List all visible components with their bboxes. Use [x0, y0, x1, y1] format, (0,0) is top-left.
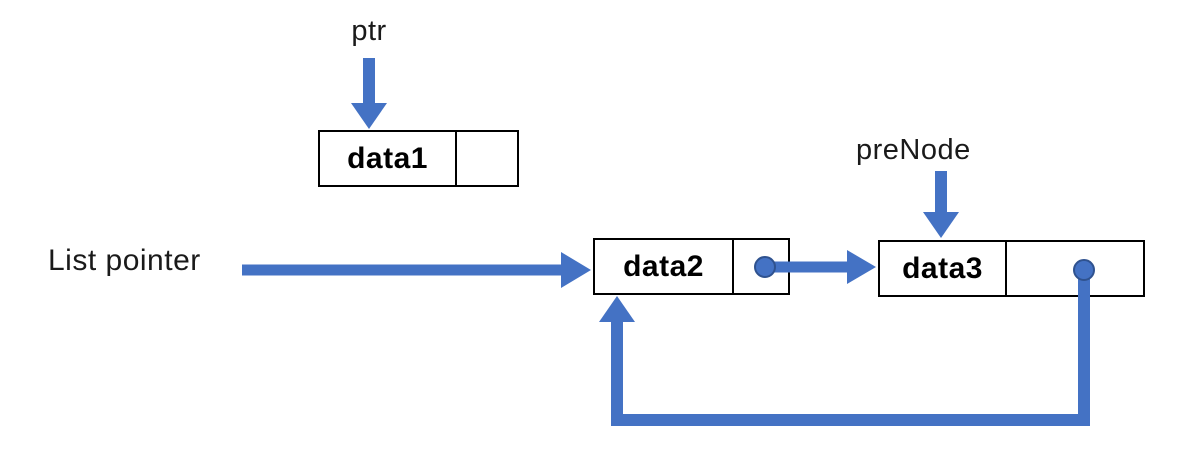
ptr-down-arrow	[351, 58, 387, 129]
list-pointer-label: List pointer	[48, 244, 201, 277]
node-data2-data-cell: data2	[595, 240, 734, 293]
prenode-down-arrow	[923, 171, 959, 238]
node-data3-data-cell: data3	[880, 242, 1007, 295]
node-data1: data1	[318, 130, 519, 187]
ptr-label: ptr	[351, 15, 387, 47]
node-data1-pointer-cell	[457, 132, 517, 185]
node-data2-pointer-cell	[734, 240, 788, 293]
node-data3: data3	[878, 240, 1145, 297]
node-data3-pointer-cell	[1007, 242, 1143, 295]
node-data2: data2	[593, 238, 790, 295]
prenode-label: preNode	[856, 134, 971, 166]
node-data1-data-cell: data1	[320, 132, 457, 185]
list-pointer-arrow	[242, 252, 591, 288]
